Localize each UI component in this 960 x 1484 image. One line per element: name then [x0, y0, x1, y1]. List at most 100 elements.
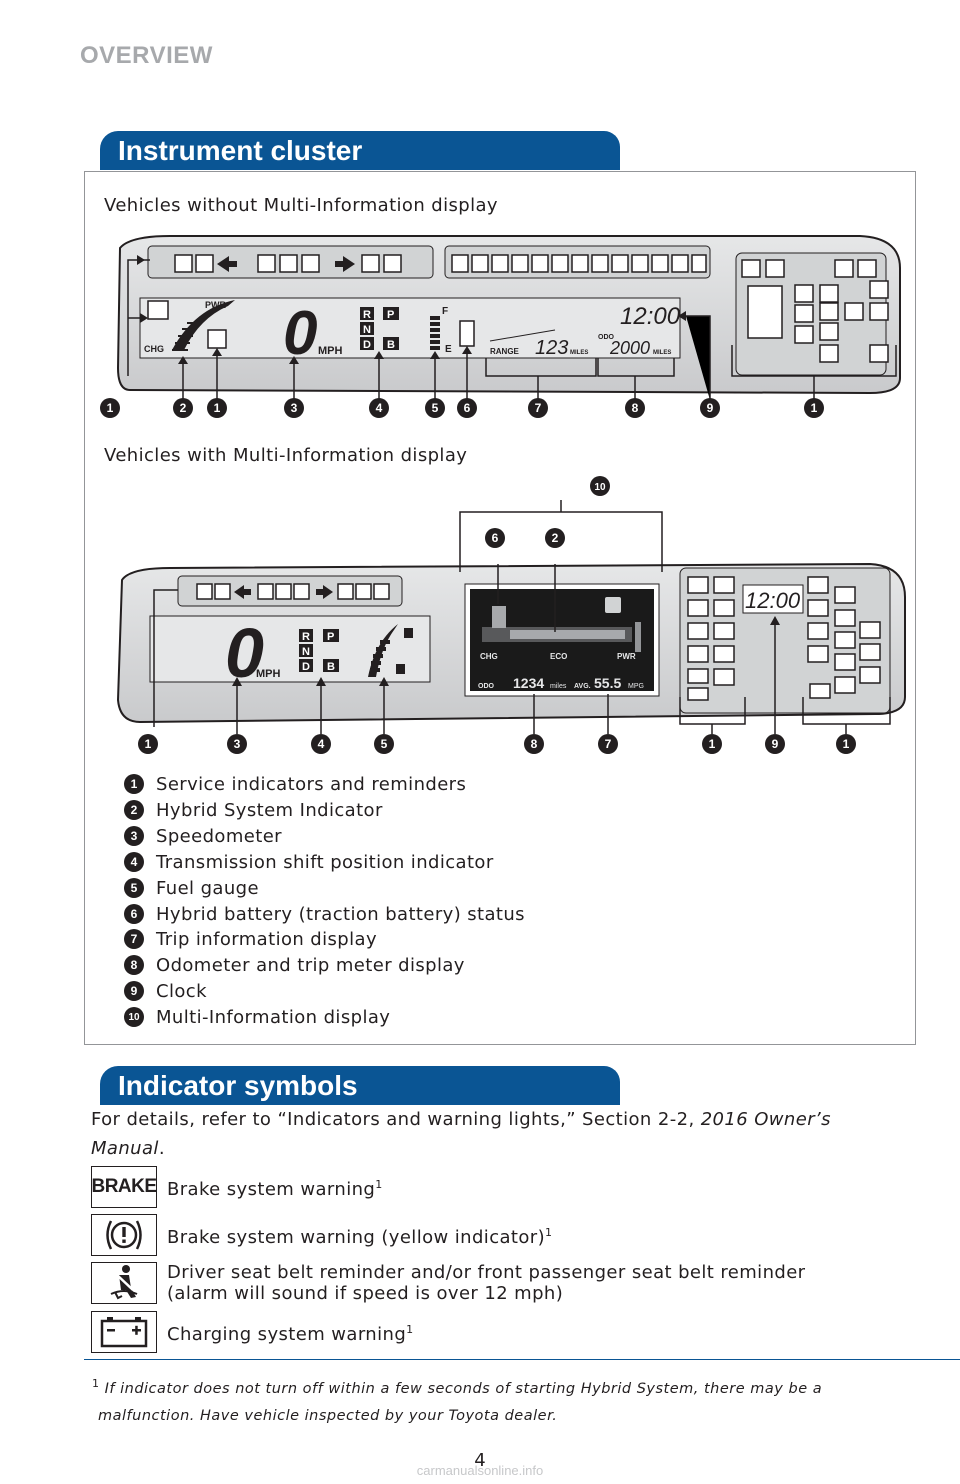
speed-digit-2: 0 — [225, 614, 264, 692]
instrument-cluster-panel — [84, 171, 916, 1045]
callout: 4 — [376, 401, 383, 415]
callout: 7 — [605, 737, 612, 751]
callout: 6 — [492, 531, 499, 545]
page-number: 4 — [474, 1450, 486, 1471]
indicator-symbols-title: Indicator symbols — [100, 1066, 620, 1104]
title-underline — [100, 168, 620, 170]
mid-avg-unit: MPG — [628, 683, 644, 690]
instrument-cluster-title: Instrument cluster — [100, 131, 620, 169]
footnote: 1 If indicator does not turn off within … — [92, 1377, 823, 1424]
odo-label: ODO — [598, 334, 615, 341]
legend-label: Transmission shift position indicator — [156, 851, 494, 873]
indicator-row: Charging system warning1 — [91, 1311, 911, 1353]
legend-item: 7 Trip information display — [124, 926, 377, 952]
callout: 1 — [709, 737, 716, 751]
title-underline — [100, 1103, 620, 1105]
gear-b-2: B — [327, 661, 335, 673]
legend-number: 7 — [124, 929, 144, 949]
mid-pwr: PWR — [617, 652, 636, 661]
callout: 1 — [107, 401, 114, 415]
fuel-f-label: F — [442, 306, 448, 317]
seatbelt-icon — [91, 1262, 157, 1304]
gear-d-2: D — [302, 661, 310, 673]
indicator-label: Driver seat belt reminder and/or front p… — [167, 1262, 806, 1304]
mid-odo-value: 1234 — [513, 675, 544, 691]
caption-with-mid: Vehicles with Multi-Information display — [104, 445, 468, 466]
legend-label: Multi-Information display — [156, 1006, 391, 1028]
mid-avg-value: 55.5 — [594, 675, 621, 691]
range-value: 123 — [535, 337, 568, 359]
legend-label: Speedometer — [156, 825, 282, 847]
fuel-e-label: E — [445, 344, 452, 355]
mid-avg-label: AVG. — [574, 683, 591, 690]
footnote-rule — [84, 1359, 960, 1360]
callout: 1 — [843, 737, 850, 751]
legend-number: 4 — [124, 852, 144, 872]
callout: 1 — [214, 401, 221, 415]
indicator-row: Driver seat belt reminder and/or front p… — [91, 1262, 911, 1304]
gear-b: B — [387, 339, 395, 351]
legend-item: 10 Multi-Information display — [124, 1004, 390, 1030]
odo-value: 2000 — [609, 338, 650, 358]
callout: 2 — [552, 531, 559, 545]
legend-label: Hybrid System Indicator — [156, 799, 383, 821]
legend-label: Odometer and trip meter display — [156, 954, 465, 976]
callout: 4 — [318, 737, 325, 751]
legend-label: Service indicators and reminders — [156, 773, 467, 795]
cluster-with-mid-diagram: 0 MPH R N D P B CHG ECO PWR ODO 1234 mil… — [116, 476, 906, 754]
legend-item: 1 Service indicators and reminders — [124, 771, 466, 797]
callout: 2 — [180, 401, 187, 415]
legend-item: 3 Speedometer — [124, 823, 282, 849]
odo-unit: MILES — [653, 350, 671, 356]
mid-chg: CHG — [480, 652, 498, 661]
indicator-row: Brake system warning (yellow indicator)1 — [91, 1214, 911, 1256]
intro-end: . — [158, 1138, 165, 1159]
chg-label: CHG — [144, 344, 164, 354]
legend-number: 9 — [124, 981, 144, 1001]
range-label: RANGE — [490, 347, 520, 356]
gear-r: R — [363, 309, 371, 321]
callout: 3 — [234, 737, 241, 751]
cluster-without-mid-diagram: PWR CHG 0 MPH R N D P B F E RANGE 123 MI… — [100, 235, 901, 418]
intro-text: For details, refer to “Indicators and wa… — [91, 1109, 701, 1130]
indicator-intro: For details, refer to “Indicators and wa… — [91, 1105, 891, 1163]
gear-n: N — [363, 324, 371, 336]
mid-odo-label: ODO — [478, 683, 495, 690]
brake-text-icon: BRAKE — [91, 1166, 157, 1208]
gear-n-2: N — [302, 646, 310, 658]
legend-number: 10 — [124, 1007, 144, 1027]
caption-without-mid: Vehicles without Multi-Information displ… — [104, 195, 498, 216]
watermark: carmanualsonline.info — [416, 1463, 544, 1478]
mid-odo-unit: miles — [550, 683, 567, 690]
gear-d: D — [363, 339, 371, 351]
callout: 7 — [535, 401, 542, 415]
legend-number: 1 — [124, 774, 144, 794]
mid-eco: ECO — [550, 652, 567, 661]
gear-p-2: P — [327, 631, 334, 643]
callout: 8 — [632, 401, 639, 415]
indicator-label: Brake system warning (yellow indicator)1 — [167, 1226, 553, 1248]
legend-item: 8 Odometer and trip meter display — [124, 952, 465, 978]
clock-value-2: 12:00 — [745, 588, 801, 613]
legend-number: 2 — [124, 800, 144, 820]
legend-number: 8 — [124, 955, 144, 975]
callout: 1 — [811, 401, 818, 415]
legend-item: 4 Transmission shift position indicator — [124, 849, 494, 875]
gear-p: P — [387, 309, 394, 321]
callout: 9 — [707, 401, 714, 415]
indicator-label: Charging system warning1 — [167, 1323, 414, 1345]
legend-number: 3 — [124, 826, 144, 846]
bottom-callouts: 1 3 4 5 8 7 1 9 1 — [138, 734, 856, 754]
legend-label: Trip information display — [156, 928, 378, 950]
legend-item: 2 Hybrid System Indicator — [124, 797, 383, 823]
range-unit: MILES — [570, 350, 588, 356]
indicator-label: Brake system warning1 — [167, 1178, 383, 1200]
callout: 3 — [291, 401, 298, 415]
mph-label-2: MPH — [256, 668, 281, 680]
mph-label: MPH — [318, 345, 343, 357]
callout: 9 — [772, 737, 779, 751]
battery-icon — [91, 1311, 157, 1353]
